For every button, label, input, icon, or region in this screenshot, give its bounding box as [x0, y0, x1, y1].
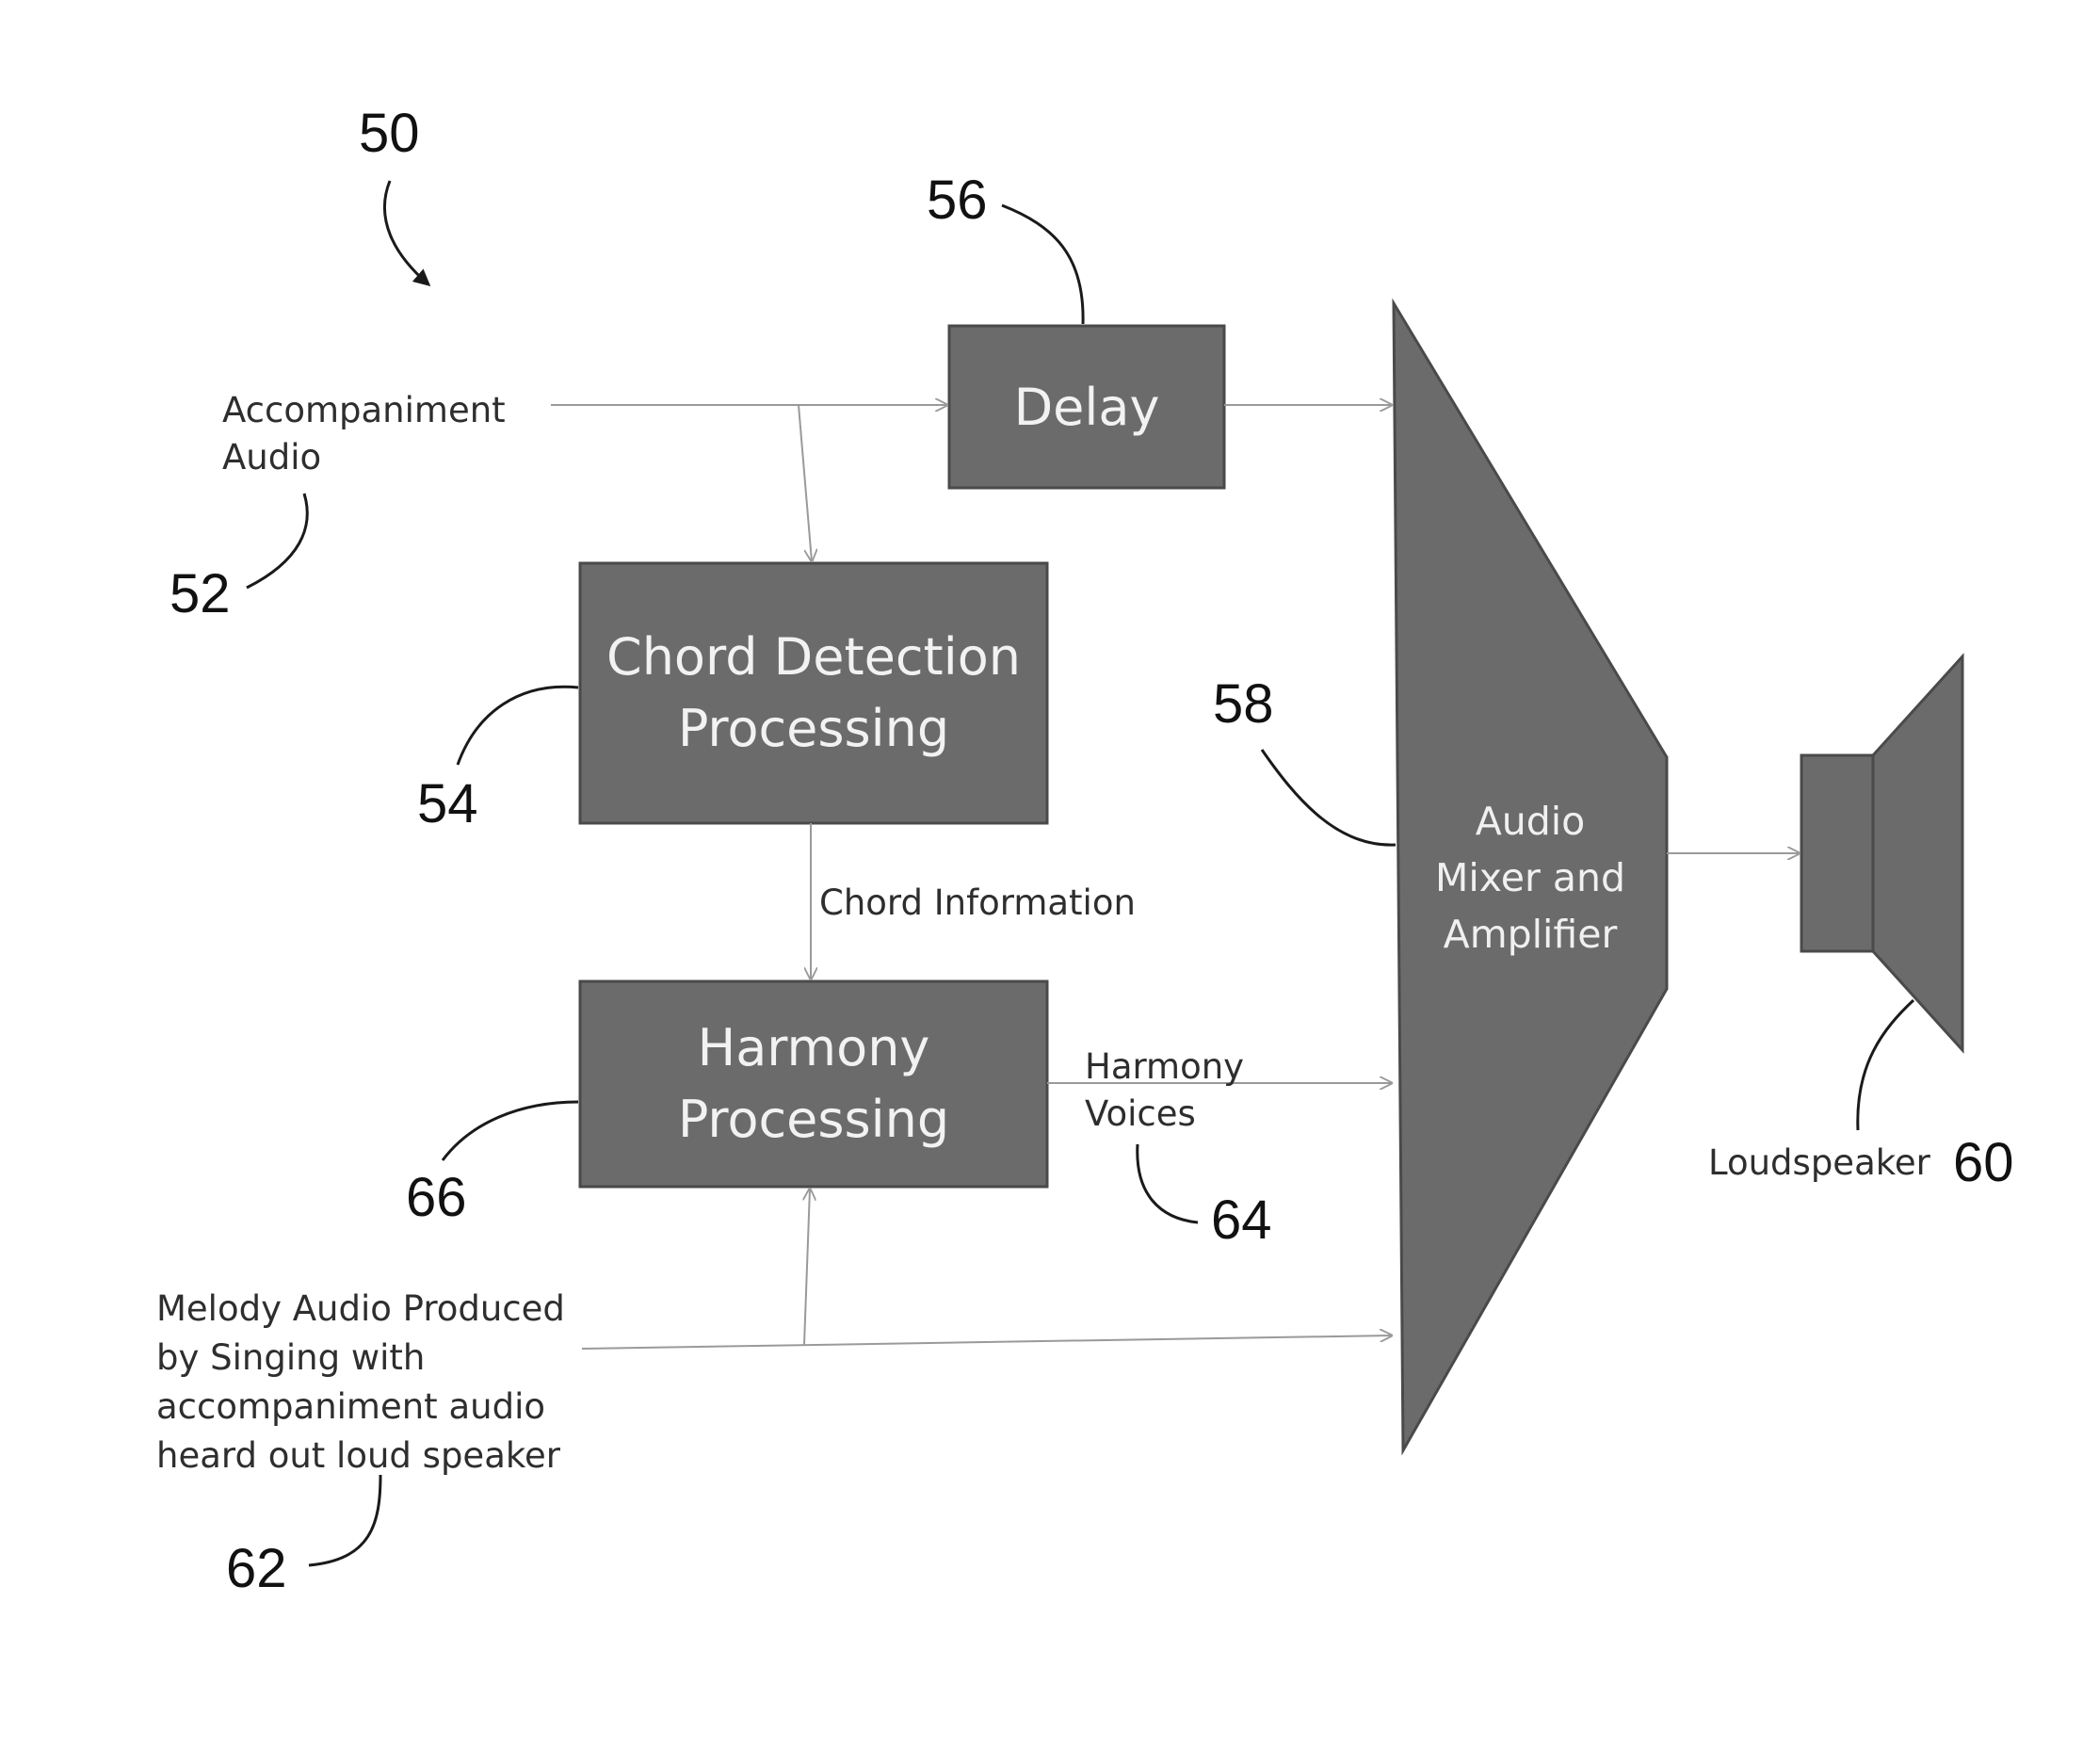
chord-detection-label: Chord Detection Processing [580, 622, 1047, 765]
ref-64-leader [1138, 1144, 1198, 1222]
ref-56-leader [1002, 205, 1083, 324]
harmony-processing-line-1: Harmony [580, 1012, 1047, 1084]
ref-50-label: 50 [359, 104, 420, 164]
ref-56-label: 56 [927, 170, 988, 231]
audio-mixer-line-3: Amplifier [1403, 906, 1657, 963]
melody-to-harmony-arrow [804, 1189, 810, 1345]
accompaniment-line-2: Audio [222, 434, 506, 481]
melody-to-mixer-arrow [582, 1335, 1392, 1349]
ref-52-label: 52 [170, 564, 231, 624]
harmony-voices-line-1: Harmony [1085, 1044, 1244, 1091]
audio-mixer-line-1: Audio [1403, 793, 1657, 850]
chord-detection-line-1: Chord Detection [580, 622, 1047, 693]
audio-mixer-line-2: Mixer and [1403, 850, 1657, 906]
ref-60-label: 60 [1953, 1133, 2014, 1193]
harmony-voices-label: Harmony Voices [1085, 1044, 1244, 1138]
ref-54-label: 54 [417, 774, 478, 834]
loudspeaker-cone [1873, 656, 1962, 1050]
melody-audio-label: Melody Audio Produced by Singing with ac… [156, 1285, 565, 1481]
ref-62-label: 62 [226, 1539, 287, 1599]
melody-line-1: Melody Audio Produced [156, 1285, 565, 1334]
melody-line-3: accompaniment audio [156, 1383, 565, 1432]
ref-54-leader [458, 687, 578, 765]
ref-52-leader [247, 494, 307, 588]
harmony-processing-label: Harmony Processing [580, 1012, 1047, 1156]
audio-mixer-label: Audio Mixer and Amplifier [1403, 793, 1657, 963]
ref-50-arrow [384, 181, 428, 284]
accompaniment-audio-label: Accompaniment Audio [222, 387, 506, 481]
loudspeaker-magnet [1801, 755, 1873, 951]
ref-60-leader [1858, 1000, 1913, 1130]
accompaniment-line-1: Accompaniment [222, 387, 506, 434]
accompaniment-to-chord-arrow [799, 405, 812, 561]
ref-58-leader [1262, 750, 1396, 845]
ref-66-leader [443, 1102, 578, 1160]
ref-64-label: 64 [1211, 1190, 1272, 1251]
delay-label: Delay [949, 372, 1224, 444]
chord-detection-line-2: Processing [580, 693, 1047, 765]
loudspeaker-label: Loudspeaker [1708, 1140, 1930, 1187]
ref-58-label: 58 [1213, 674, 1274, 735]
melody-line-2: by Singing with [156, 1334, 565, 1383]
ref-62-leader [309, 1475, 380, 1565]
harmony-processing-line-2: Processing [580, 1084, 1047, 1156]
harmony-voices-line-2: Voices [1085, 1091, 1244, 1138]
chord-information-label: Chord Information [819, 880, 1136, 927]
ref-66-label: 66 [406, 1168, 467, 1228]
melody-line-4: heard out loud speaker [156, 1432, 565, 1481]
